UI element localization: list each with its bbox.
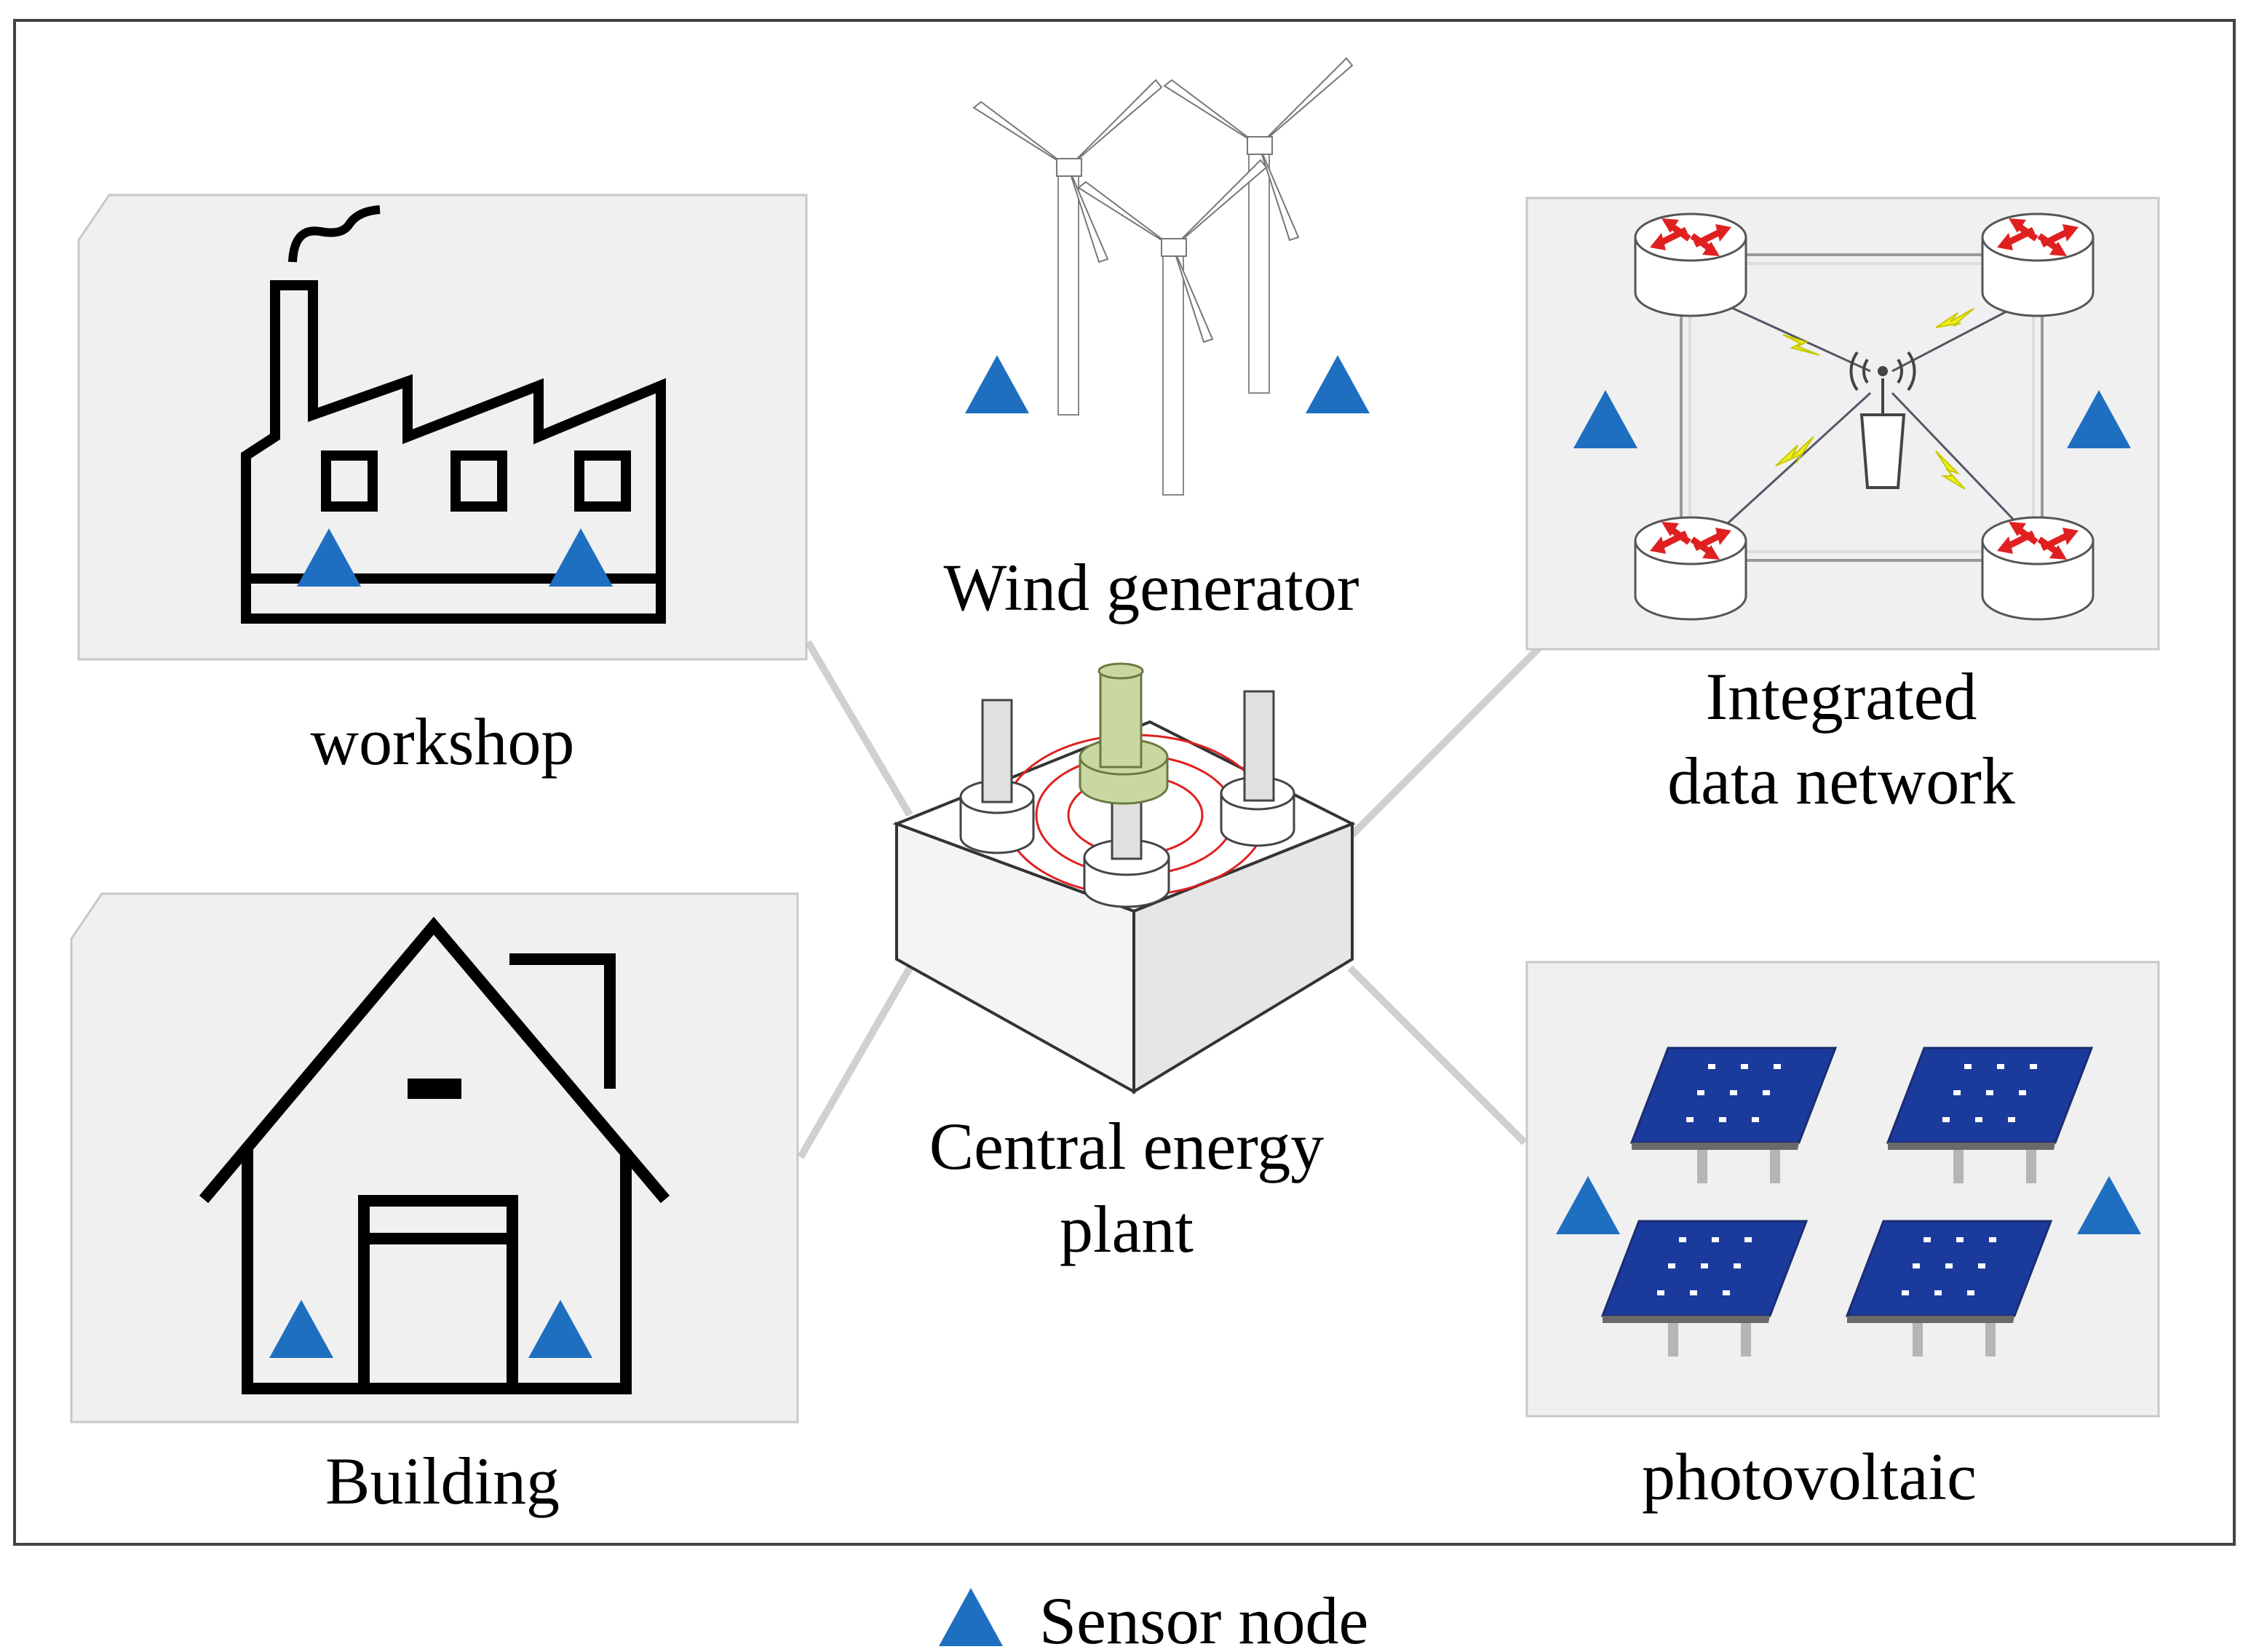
legend-sensor-label: Sensor node [1039,1584,1368,1652]
central-plant-label-line2: plant [1060,1192,1194,1266]
antenna-icon [1849,351,1916,489]
wind-turbine-icon [1164,57,1353,394]
central-plant-label-line1: Central energy [929,1109,1324,1183]
building-label: Building [325,1444,560,1518]
sensor-triangle-icon [965,355,1029,413]
connector-lines [797,640,1542,1159]
router-icon [1635,214,1746,316]
building-panel: Building [70,892,799,1518]
sensor-triangle-icon [939,1588,1003,1646]
workshop-label: workshop [311,704,575,779]
photovoltaic-label: photovoltaic [1642,1439,1977,1514]
data-network-label-line2: data network [1667,744,2015,818]
nuclear-plant-icon [892,662,1356,1095]
wind-generator-label: Wind generator [943,550,1359,624]
house-window [408,1079,461,1099]
workshop-panel: workshop [77,194,808,779]
wind-turbine-icon [1078,159,1267,496]
legend: Sensor node [939,1584,1368,1652]
router-icon [1635,517,1746,619]
sensor-triangle-icon [1306,355,1370,413]
house-icon [199,916,670,1394]
router-icon [1982,517,2093,619]
wind-generator: Wind generator [943,57,1370,624]
photovoltaic-panel: photovoltaic [1525,961,2160,1514]
data-network-label-line1: Integrated [1706,659,1977,734]
outer-frame [13,19,2236,1546]
router-icon [1982,214,2093,316]
central-plant: Central energy plant [892,662,1356,1266]
data-network-panel: Integrated data network [1525,196,2160,818]
